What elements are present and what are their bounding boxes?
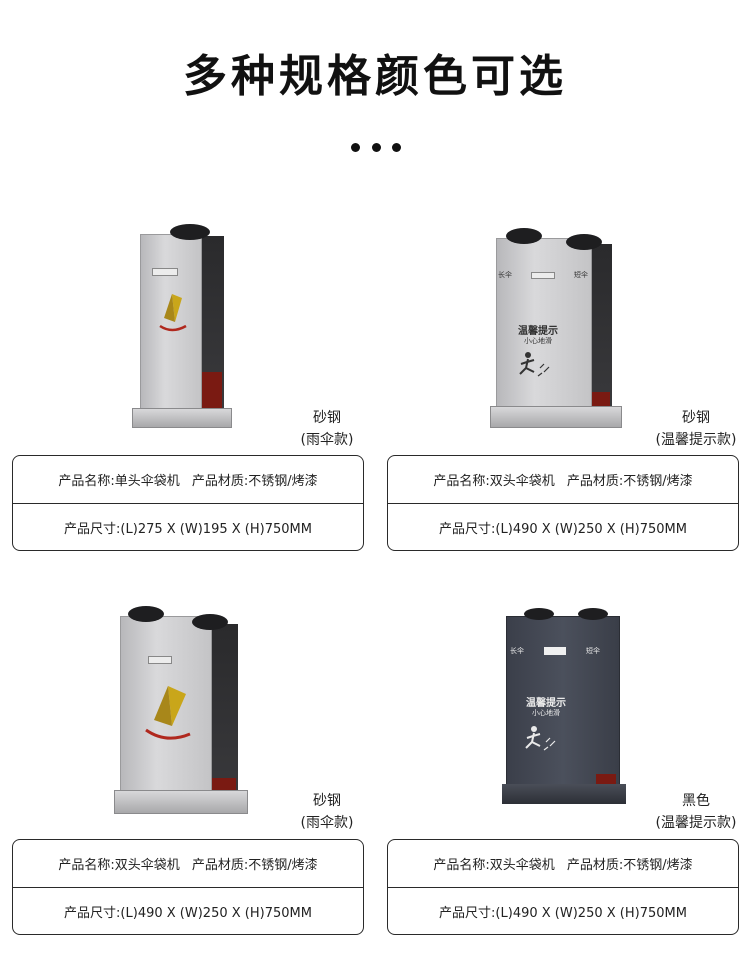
sign-short-umbrella: 短伞 — [586, 647, 600, 655]
product-size: 产品尺寸:(L)490 X (W)250 X (H)750MM — [64, 905, 312, 921]
product-size: 产品尺寸:(L)490 X (W)250 X (H)750MM — [439, 905, 687, 921]
spec-table: 产品名称:双头伞袋机 产品材质:不锈钢/烤漆 产品尺寸:(L)490 X (W)… — [387, 455, 739, 551]
product-image-double-steel-umbrella — [112, 602, 252, 826]
dot — [371, 143, 381, 152]
product-size: 产品尺寸:(L)490 X (W)250 X (H)750MM — [439, 521, 687, 537]
spec-row-name-material: 产品名称:双头伞袋机 产品材质:不锈钢/烤漆 — [13, 840, 363, 887]
page-title: 多种规格颜色可选 — [183, 51, 567, 102]
spec-row-size: 产品尺寸:(L)490 X (W)250 X (H)750MM — [13, 887, 363, 934]
product-material: 产品材质:不锈钢/烤漆 — [191, 858, 318, 873]
spec-row-size: 产品尺寸:(L)490 X (W)250 X (H)750MM — [388, 503, 738, 550]
product-caption: 砂钢 (温馨提示款) — [646, 407, 746, 451]
product-name: 产品名称:双头伞袋机 — [433, 474, 555, 489]
product-material: 产品材质:不锈钢/烤漆 — [191, 474, 318, 489]
finish-label: 砂钢 — [313, 410, 341, 426]
spec-table: 产品名称:单头伞袋机 产品材质:不锈钢/烤漆 产品尺寸:(L)275 X (W)… — [12, 455, 364, 551]
product-caption: 砂钢 (雨伞款) — [284, 790, 370, 834]
product-material: 产品材质:不锈钢/烤漆 — [566, 474, 693, 489]
style-label: (温馨提示款) — [655, 432, 737, 448]
product-name: 产品名称:双头伞袋机 — [433, 858, 555, 873]
sign-long-umbrella: 长伞 — [498, 271, 512, 279]
style-label: (雨伞款) — [300, 815, 354, 831]
spec-table: 产品名称:双头伞袋机 产品材质:不锈钢/烤漆 产品尺寸:(L)490 X (W)… — [387, 839, 739, 935]
finish-label: 砂钢 — [682, 410, 710, 426]
spec-row-name-material: 产品名称:双头伞袋机 产品材质:不锈钢/烤漆 — [388, 456, 738, 503]
product-name: 产品名称:单头伞袋机 — [58, 474, 180, 489]
dot — [351, 143, 360, 152]
product-caption: 黑色 (温馨提示款) — [646, 790, 746, 834]
umbrella-icon — [145, 686, 191, 740]
dot — [392, 143, 401, 152]
spec-row-size: 产品尺寸:(L)275 X (W)195 X (H)750MM — [13, 503, 363, 550]
style-label: (雨伞款) — [300, 432, 354, 448]
style-label: (温馨提示款) — [655, 815, 737, 831]
slip-warning-icon — [525, 726, 556, 751]
product-image-single-steel — [128, 222, 238, 432]
spec-table: 产品名称:双头伞袋机 产品材质:不锈钢/烤漆 产品尺寸:(L)490 X (W)… — [12, 839, 364, 935]
product-size: 产品尺寸:(L)275 X (W)195 X (H)750MM — [64, 521, 312, 537]
umbrella-icon — [159, 294, 187, 332]
sign-subtitle: 小心地滑 — [532, 709, 560, 717]
spec-row-name-material: 产品名称:单头伞袋机 产品材质:不锈钢/烤漆 — [13, 456, 363, 503]
spec-row-size: 产品尺寸:(L)490 X (W)250 X (H)750MM — [388, 887, 738, 934]
sign-title: 温馨提示 — [518, 326, 558, 337]
sign-title: 温馨提示 — [526, 698, 566, 709]
decorative-dots — [351, 143, 401, 153]
sign-long-umbrella: 长伞 — [510, 647, 524, 655]
sign-short-umbrella: 短伞 — [574, 271, 588, 279]
product-material: 产品材质:不锈钢/烤漆 — [566, 858, 693, 873]
product-caption: 砂钢 (雨伞款) — [284, 407, 370, 451]
finish-label: 砂钢 — [313, 793, 341, 809]
spec-row-name-material: 产品名称:双头伞袋机 产品材质:不锈钢/烤漆 — [388, 840, 738, 887]
product-name: 产品名称:双头伞袋机 — [58, 858, 180, 873]
sign-subtitle: 小心地滑 — [524, 337, 552, 345]
slip-warning-icon — [519, 352, 550, 377]
product-image-double-black-tip: 长伞 短伞 温馨提示 小心地滑 — [500, 604, 630, 814]
product-image-double-steel-tip: 长伞 短伞 温馨提示 小心地滑 — [488, 224, 628, 442]
finish-label: 黑色 — [682, 793, 710, 809]
